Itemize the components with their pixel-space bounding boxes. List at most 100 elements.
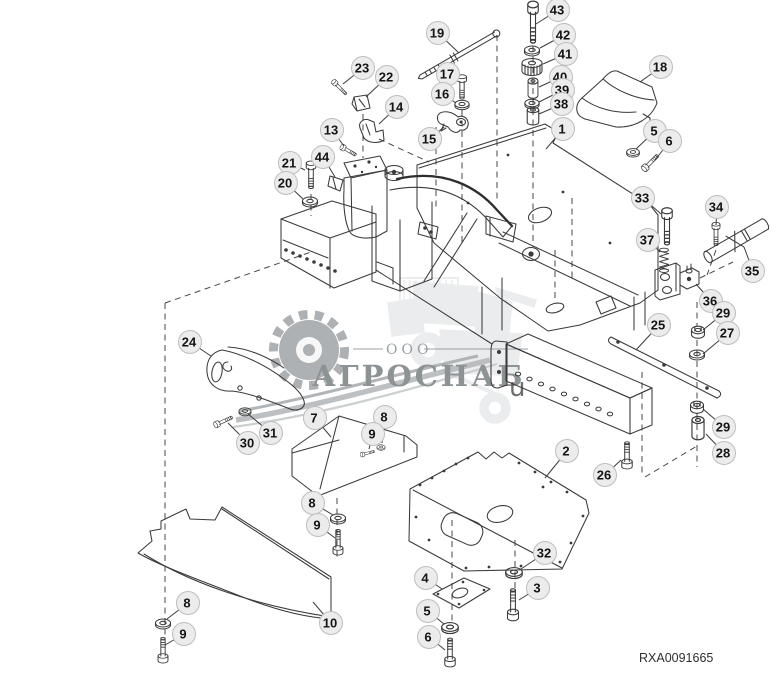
callout-6[interactable]: 6 xyxy=(654,129,682,161)
callout-balloon[interactable] xyxy=(375,65,399,89)
callout-9[interactable]: 9 xyxy=(164,622,196,646)
callout-balloon[interactable] xyxy=(361,422,385,446)
callout-number: 21 xyxy=(282,156,296,171)
callout-26[interactable]: 26 xyxy=(593,459,622,487)
callout-33[interactable]: 33 xyxy=(631,186,662,215)
callout-balloon[interactable] xyxy=(178,330,202,354)
callout-balloon[interactable] xyxy=(550,92,574,116)
callout-41[interactable]: 41 xyxy=(542,42,578,66)
callout-balloon[interactable] xyxy=(551,117,575,141)
callout-balloon[interactable] xyxy=(431,82,455,106)
callout-balloon[interactable] xyxy=(320,118,344,142)
callout-balloon[interactable] xyxy=(172,622,196,646)
callout-30[interactable]: 30 xyxy=(227,422,260,455)
callout-38[interactable]: 38 xyxy=(538,92,574,116)
callout-balloon[interactable] xyxy=(303,406,327,430)
callout-balloon[interactable] xyxy=(417,625,441,649)
callout-9[interactable]: 9 xyxy=(361,422,385,450)
callout-44[interactable]: 44 xyxy=(311,145,336,178)
callout-29[interactable]: 29 xyxy=(702,301,736,331)
callout-balloon[interactable] xyxy=(555,439,579,463)
callout-15[interactable]: 15 xyxy=(418,126,445,151)
callout-balloon[interactable] xyxy=(259,421,283,445)
callout-balloon[interactable] xyxy=(741,259,765,283)
callout-8[interactable]: 8 xyxy=(301,491,334,516)
callout-2[interactable]: 2 xyxy=(544,439,579,479)
skid-plate-front xyxy=(137,506,332,620)
callout-balloon[interactable] xyxy=(554,42,578,66)
callout-balloon[interactable] xyxy=(647,313,671,337)
callout-balloon[interactable] xyxy=(705,195,729,219)
callout-43[interactable]: 43 xyxy=(535,0,570,25)
callout-balloon[interactable] xyxy=(716,321,740,345)
callout-14[interactable]: 14 xyxy=(378,95,409,125)
callout-7[interactable]: 7 xyxy=(303,406,332,438)
callout-19[interactable]: 19 xyxy=(426,21,460,54)
callout-25[interactable]: 25 xyxy=(635,313,671,351)
callout-balloon[interactable] xyxy=(176,591,200,615)
callout-35[interactable]: 35 xyxy=(741,246,765,283)
callout-8[interactable]: 8 xyxy=(166,591,200,620)
watermark-company-name: АГРОСНАБ xyxy=(312,359,526,393)
callout-3[interactable]: 3 xyxy=(518,576,550,601)
callout-number: 5 xyxy=(423,604,430,619)
callout-28[interactable]: 28 xyxy=(705,433,736,465)
callout-number: 44 xyxy=(315,150,330,165)
callout-balloon[interactable] xyxy=(649,55,673,79)
callout-number: 8 xyxy=(380,410,387,425)
callout-balloon[interactable] xyxy=(712,441,736,465)
callout-1[interactable]: 1 xyxy=(545,117,575,150)
callout-9[interactable]: 9 xyxy=(306,513,336,539)
callout-balloon[interactable] xyxy=(631,186,655,210)
callout-37[interactable]: 37 xyxy=(636,228,661,253)
callout-16[interactable]: 16 xyxy=(431,82,457,106)
callout-balloon[interactable] xyxy=(414,566,438,590)
callout-balloon[interactable] xyxy=(658,129,682,153)
callout-20[interactable]: 20 xyxy=(274,171,304,200)
assembly-axis-lines xyxy=(164,35,734,640)
callout-4[interactable]: 4 xyxy=(414,566,443,590)
callout-balloon[interactable] xyxy=(319,611,343,635)
clip-14 xyxy=(359,118,385,143)
callout-10[interactable]: 10 xyxy=(312,601,343,635)
callout-balloon[interactable] xyxy=(426,21,450,45)
callout-21[interactable]: 21 xyxy=(278,151,306,175)
bolt-6-lower xyxy=(444,637,456,668)
callout-balloon[interactable] xyxy=(306,513,330,537)
callout-balloon[interactable] xyxy=(236,431,260,455)
callout-balloon[interactable] xyxy=(416,599,440,623)
callout-balloon[interactable] xyxy=(533,541,557,565)
callout-29[interactable]: 29 xyxy=(702,408,736,439)
watermark-stray-letter: u xyxy=(509,373,525,403)
callout-balloon[interactable] xyxy=(351,56,375,80)
callout-balloon[interactable] xyxy=(636,228,660,252)
callout-6[interactable]: 6 xyxy=(417,625,446,651)
callout-number: 31 xyxy=(263,426,277,441)
callout-number: 42 xyxy=(556,28,570,43)
callout-34[interactable]: 34 xyxy=(705,195,729,226)
callout-balloon[interactable] xyxy=(385,95,409,119)
callout-balloon[interactable] xyxy=(546,0,570,22)
callout-5[interactable]: 5 xyxy=(416,599,445,625)
bolt-26 xyxy=(621,441,633,470)
callout-22[interactable]: 22 xyxy=(365,65,399,98)
callout-balloon[interactable] xyxy=(526,576,550,600)
callout-number: 3 xyxy=(533,581,540,596)
callout-18[interactable]: 18 xyxy=(639,55,673,83)
callout-27[interactable]: 27 xyxy=(702,321,740,355)
callout-23[interactable]: 23 xyxy=(342,56,375,85)
callout-24[interactable]: 24 xyxy=(178,330,212,357)
callout-balloon[interactable] xyxy=(712,415,736,439)
callout-balloon[interactable] xyxy=(373,405,397,429)
callout-balloon[interactable] xyxy=(311,145,335,169)
callout-balloon[interactable] xyxy=(418,127,442,151)
callout-number: 14 xyxy=(389,100,404,115)
callout-13[interactable]: 13 xyxy=(320,118,345,147)
callout-balloon[interactable] xyxy=(593,463,617,487)
callout-17[interactable]: 17 xyxy=(436,62,460,86)
knurled-nut-41 xyxy=(521,57,543,77)
callout-32[interactable]: 32 xyxy=(520,541,557,570)
callout-31[interactable]: 31 xyxy=(247,413,283,445)
washer-5-lower xyxy=(441,622,459,635)
callout-balloon[interactable] xyxy=(274,171,298,195)
